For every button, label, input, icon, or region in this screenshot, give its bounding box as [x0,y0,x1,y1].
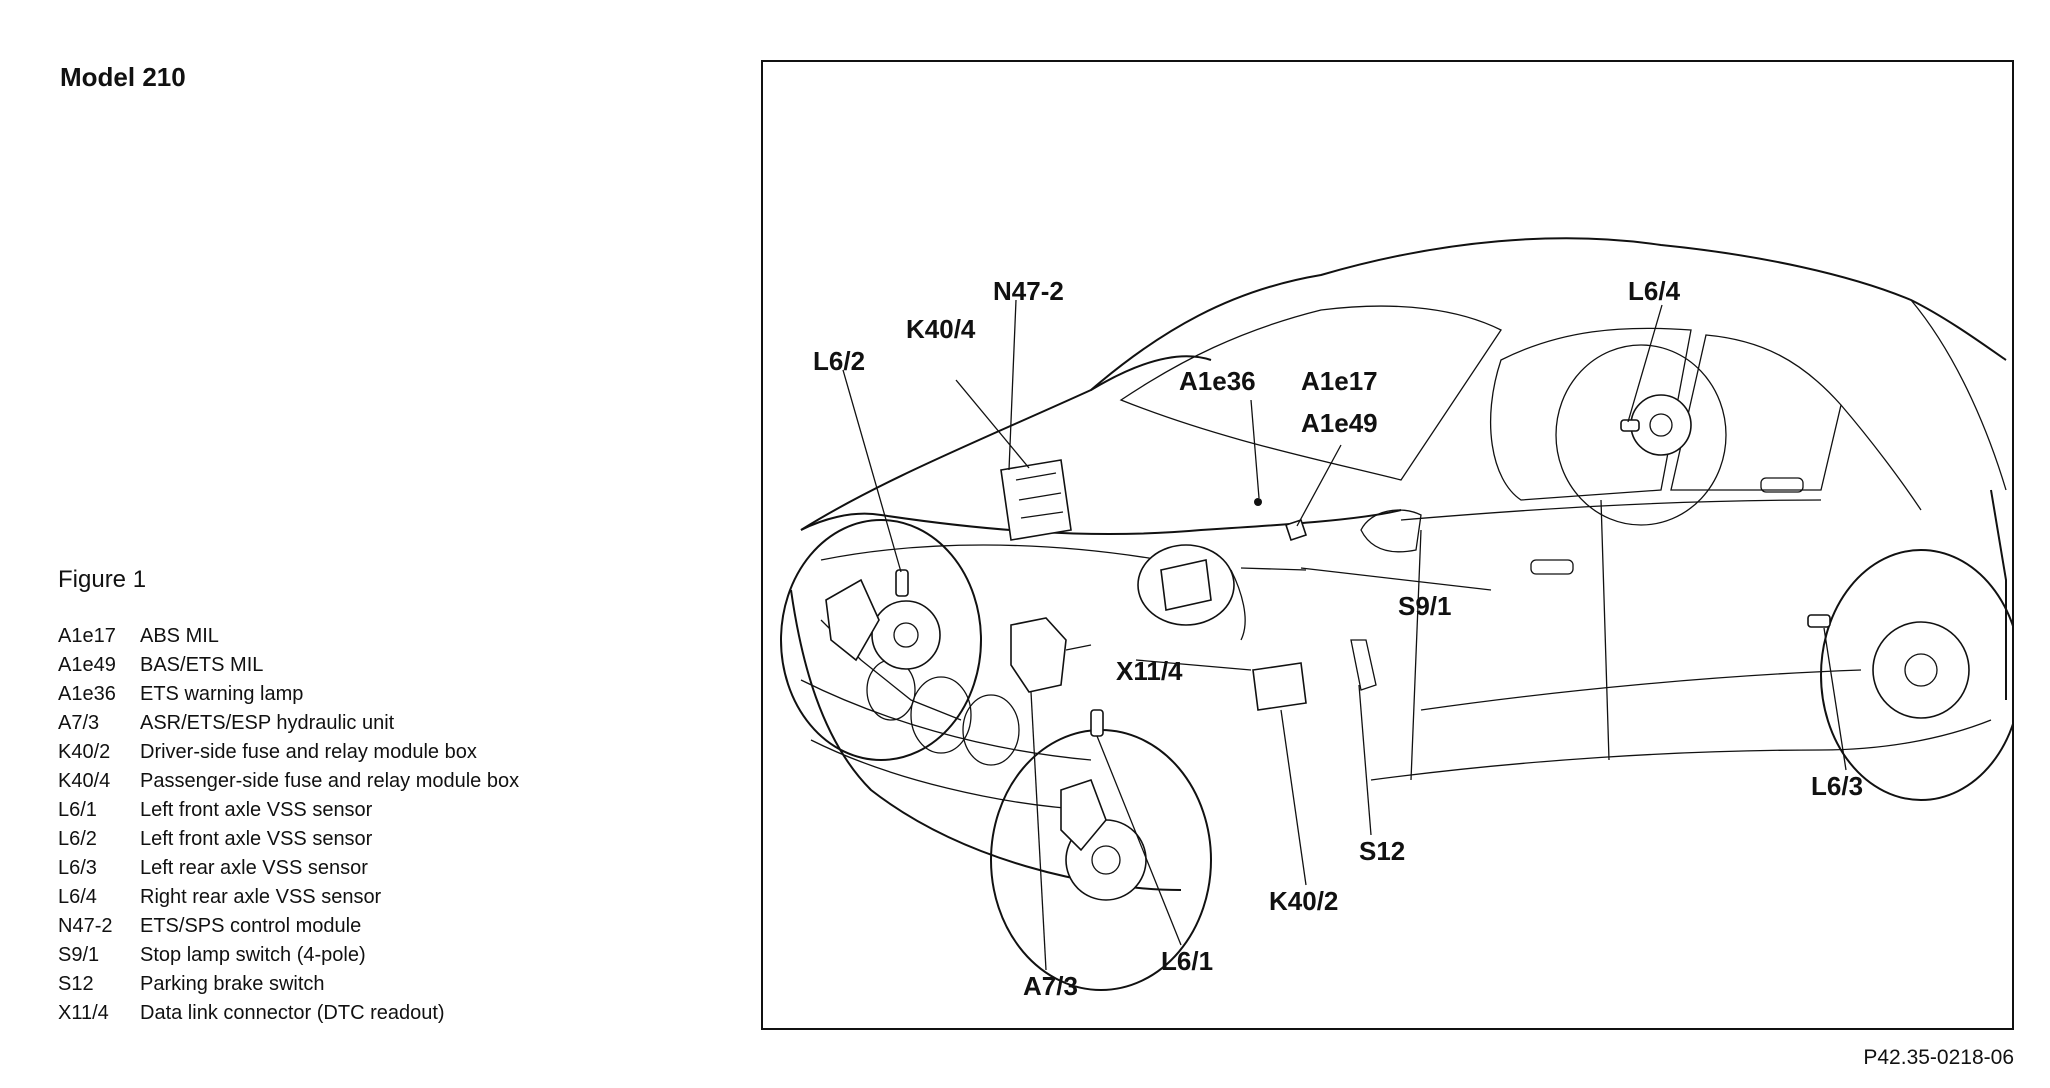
legend-code: S9/1 [58,944,100,966]
callout-s12: S12 [1359,836,1405,866]
legend-desc: Data link connector (DTC readout) [140,1002,445,1024]
legend-desc: Left rear axle VSS sensor [140,857,368,879]
callout-l6-1: L6/1 [1161,946,1213,976]
diagram-frame [761,60,2014,1030]
rear-left-wheel [1820,549,2014,801]
legend-desc: ETS/SPS control module [140,915,362,937]
legend-desc: Right rear axle VSS sensor [140,886,382,908]
legend-item: A1e36 ETS warning lamp [58,680,519,709]
car-component-diagram: N47-2 K40/4 L6/2 A1e36 A1e17 A1e49 L6/4 … [780,237,2014,1001]
legend-desc: Passenger-side fuse and relay module box [140,770,520,792]
legend-item: S12 Parking brake switch [58,970,519,999]
legend-item: K40/4 Passenger-side fuse and relay modul… [58,767,519,796]
legend-code: L6/2 [58,828,97,850]
callout-l6-4: L6/4 [1628,276,1681,306]
legend-code: L6/3 [58,857,97,879]
legend-item: X11/4 Data link connector (DTC readout) [58,999,519,1028]
brake-booster [1137,544,1246,641]
callout-l6-2: L6/2 [813,346,865,376]
legend-code: X11/4 [58,1002,109,1024]
legend-item: A1e49 BAS/ETS MIL [58,651,519,680]
callout-s9-1: S9/1 [1398,591,1452,621]
legend-desc: ASR/ETS/ESP hydraulic unit [140,712,395,734]
callout-l6-3: L6/3 [1811,771,1863,801]
warning-lamps [1254,498,1308,542]
legend-desc: Left front axle VSS sensor [140,799,373,821]
legend-code: A1e36 [58,683,116,705]
fuse-box-k40-4 [1000,459,1072,541]
vss-sensor-l6-1 [1090,709,1104,737]
legend-item: K40/2 Driver-side fuse and relay module b… [58,738,519,767]
vss-sensor-l6-2 [895,569,909,597]
callout-k40-4: K40/4 [906,314,976,344]
callout-k40-2: K40/2 [1269,886,1338,916]
legend-desc: Left front axle VSS sensor [140,828,373,850]
legend-item: L6/4 Right rear axle VSS sensor [58,883,519,912]
vss-sensor-l6-4 [1620,419,1640,432]
legend-item: A1e17 ABS MIL [58,622,519,651]
figure-title: Figure 1 [58,566,147,593]
legend-item: N47-2 ETS/SPS control module [58,912,519,941]
legend-desc: BAS/ETS MIL [140,654,264,676]
legend-item: L6/2 Left front axle VSS sensor [58,825,519,854]
legend-code: A7/3 [58,712,100,734]
leader-lines [842,299,1847,971]
legend-code: K40/4 [58,770,111,792]
legend-code: L6/4 [58,886,97,908]
hydraulic-unit-a7-3 [1010,617,1092,693]
legend-code: L6/1 [58,799,97,821]
legend-code: A1e49 [58,654,116,676]
legend-item: S9/1 Stop lamp switch (4-pole) [58,941,519,970]
legend-item: A7/3 ASR/ETS/ESP hydraulic unit [58,709,519,738]
callout-n47-2: N47-2 [993,276,1064,306]
legend-code: A1e17 [58,625,116,647]
rear-right-wheel [1555,344,1727,526]
callout-a1e49: A1e49 [1301,408,1378,438]
legend-code: S12 [58,973,94,995]
reference-code: P42.35-0218-06 [1863,1046,2014,1069]
vss-sensor-l6-3 [1807,614,1831,628]
parking-brake-switch-s12 [1350,639,1377,691]
front-right-wheel [780,519,982,761]
legend-desc: ABS MIL [140,625,219,647]
legend-desc: Driver-side fuse and relay module box [140,741,477,763]
callout-a7-3: A7/3 [1023,971,1078,1001]
component-legend: A1e17 ABS MIL A1e49 BAS/ETS MIL A1e36 ETS w… [58,622,519,1028]
legend-code: N47-2 [58,915,113,937]
data-link-connector-x11-4 [1252,662,1307,711]
legend-item: L6/3 Left rear axle VSS sensor [58,854,519,883]
callout-x11-4: X11/4 [1116,656,1183,686]
legend-desc: Stop lamp switch (4-pole) [140,944,366,966]
callout-a1e17: A1e17 [1301,366,1378,396]
legend-desc: Parking brake switch [140,973,325,995]
legend-item: L6/1 Left front axle VSS sensor [58,796,519,825]
model-title: Model 210 [60,62,186,92]
legend-desc: ETS warning lamp [140,683,304,705]
callout-a1e36: A1e36 [1179,366,1256,396]
legend-code: K40/2 [58,741,111,763]
